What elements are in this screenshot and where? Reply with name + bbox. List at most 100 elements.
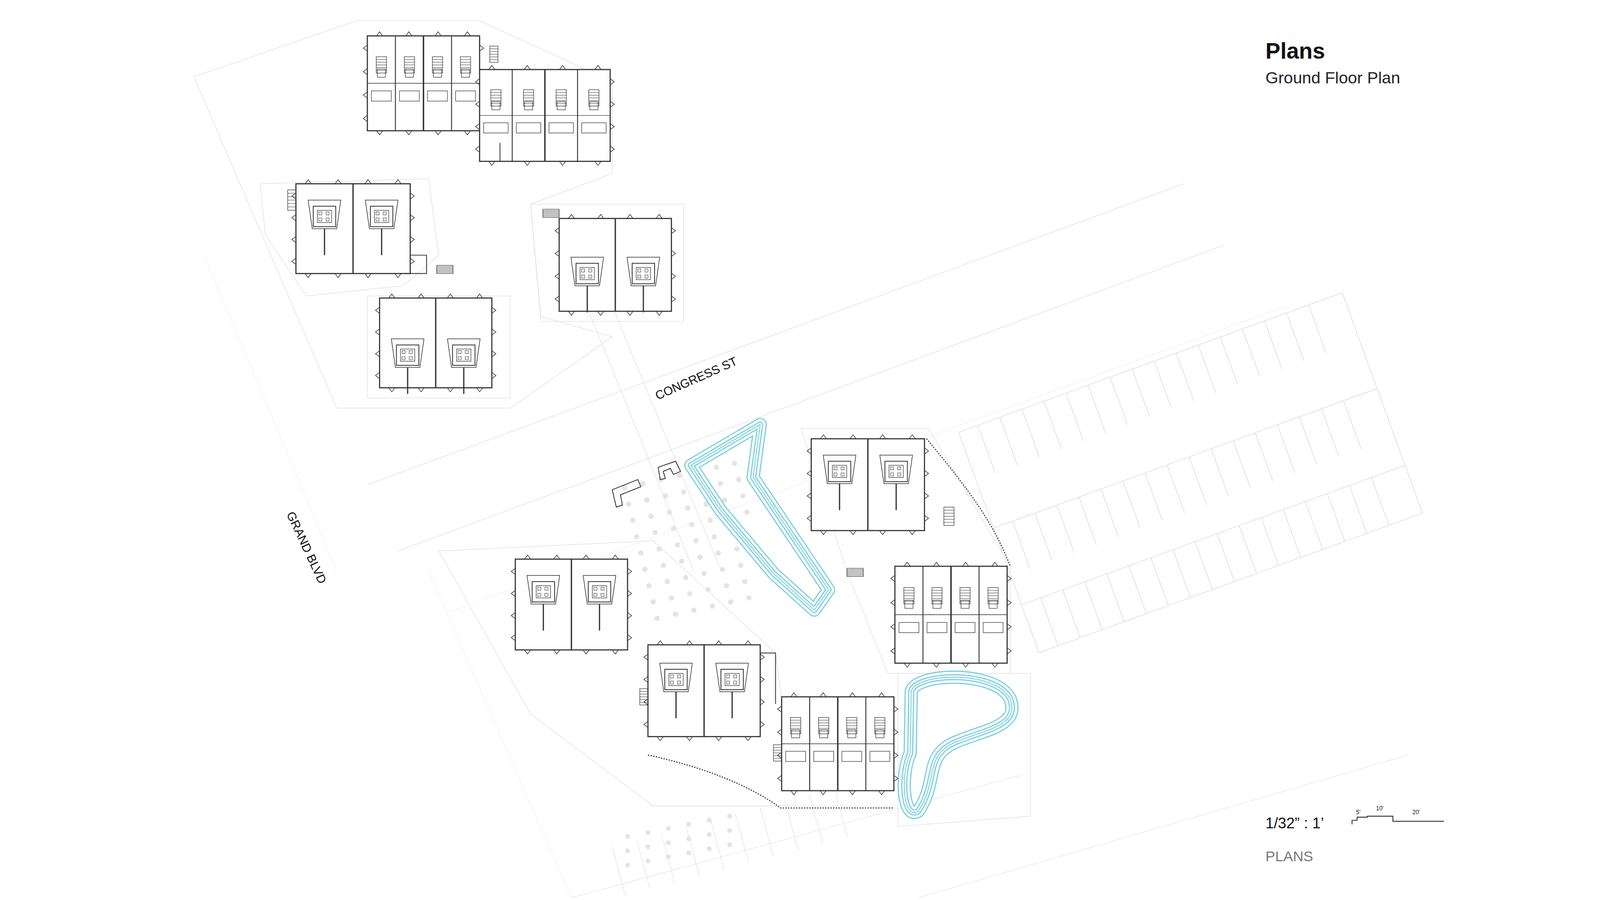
- stair-tread: [931, 595, 943, 597]
- bath: [491, 101, 500, 111]
- fixture: [833, 466, 837, 470]
- tree-dot: [734, 546, 740, 552]
- fixture: [537, 593, 541, 597]
- parking-stall: [1327, 493, 1345, 542]
- core: [370, 206, 393, 227]
- window-bay: [475, 101, 480, 108]
- building-outline: [895, 566, 1008, 664]
- stair-tread: [588, 100, 599, 101]
- window-bay: [849, 790, 856, 795]
- party-wall: [867, 438, 869, 531]
- stair-tread: [931, 598, 943, 599]
- parking-stall: [1151, 558, 1169, 607]
- stair-tread: [818, 728, 829, 729]
- parking-stall: [999, 417, 1018, 466]
- bath: [791, 730, 800, 739]
- parking-lot: [612, 787, 848, 897]
- stair: [556, 89, 567, 107]
- stair-tread: [773, 758, 782, 759]
- scale-mark: 10': [1376, 805, 1384, 813]
- window-bay: [894, 752, 898, 759]
- tree-dot: [727, 842, 733, 848]
- tree-dot: [723, 583, 730, 589]
- window-bay: [491, 329, 496, 336]
- tree-dot: [629, 517, 636, 524]
- tree-dot: [648, 513, 654, 520]
- partition: [542, 604, 544, 631]
- stair-tread: [404, 64, 415, 65]
- window-bay: [555, 250, 560, 257]
- fixture: [726, 681, 730, 685]
- site-area: [897, 673, 1031, 827]
- window-bay: [626, 214, 634, 219]
- tree-dot: [727, 814, 733, 819]
- window-bay: [643, 699, 648, 706]
- stair-tread: [556, 92, 567, 93]
- parking-stall: [1106, 574, 1125, 623]
- stair-tread: [960, 590, 971, 592]
- parking-stall: [1022, 409, 1040, 458]
- parking-stall: [710, 820, 724, 871]
- kitchen: [581, 122, 607, 133]
- tree-dot: [668, 595, 674, 601]
- window-bay: [597, 311, 605, 316]
- stair: [818, 717, 829, 735]
- building: [890, 562, 1011, 668]
- window-bay: [304, 179, 312, 184]
- core-inner: [456, 349, 471, 362]
- stair-tread: [490, 97, 501, 98]
- window-bay: [671, 273, 676, 280]
- building-outline: [515, 559, 628, 651]
- core-inner: [832, 465, 847, 478]
- wall: [657, 461, 681, 480]
- bath: [405, 69, 414, 78]
- fixture: [890, 466, 894, 470]
- window-bay: [933, 663, 940, 668]
- parking-stall: [1195, 542, 1213, 591]
- window-bay: [410, 214, 415, 222]
- stair-tread: [988, 601, 999, 602]
- parking-stall: [637, 840, 651, 891]
- scale-mark: 20': [1412, 809, 1421, 816]
- window-bay: [890, 575, 895, 582]
- fixture: [376, 218, 380, 222]
- window-bay: [594, 65, 602, 70]
- stair-tread: [874, 720, 885, 721]
- tree-dot: [709, 603, 716, 609]
- tree-dot: [624, 848, 630, 854]
- stair-tread: [436, 266, 454, 268]
- partition: [731, 691, 734, 719]
- window-bay: [643, 676, 648, 684]
- stair-tread: [903, 592, 914, 594]
- tree-dot: [678, 558, 685, 564]
- window-bay: [365, 179, 372, 184]
- window-bay: [582, 650, 590, 655]
- stair-tread: [490, 95, 501, 96]
- window-bay: [388, 293, 396, 298]
- window-bay: [643, 721, 648, 728]
- stair-tread: [818, 722, 829, 724]
- parking-stall: [760, 807, 774, 857]
- fixture: [637, 269, 641, 272]
- stair-tread: [460, 67, 471, 68]
- tree-dot: [713, 464, 720, 471]
- stair: [944, 507, 955, 526]
- bath: [960, 600, 970, 609]
- window-bay: [760, 654, 765, 661]
- partition: [895, 483, 897, 511]
- core: [576, 263, 599, 284]
- core: [532, 581, 555, 603]
- stair-tread: [818, 720, 829, 721]
- tree-dot: [693, 538, 699, 544]
- core: [884, 461, 908, 482]
- bath: [433, 69, 442, 78]
- window-bay: [375, 307, 380, 314]
- tree-dot: [681, 489, 687, 495]
- parking-stall: [1034, 513, 1053, 562]
- stair-tread: [432, 67, 443, 68]
- tree-dot: [624, 834, 630, 840]
- stair: [960, 587, 971, 605]
- stair: [287, 190, 296, 211]
- water-gap: [690, 424, 829, 611]
- tree-dot: [715, 550, 721, 557]
